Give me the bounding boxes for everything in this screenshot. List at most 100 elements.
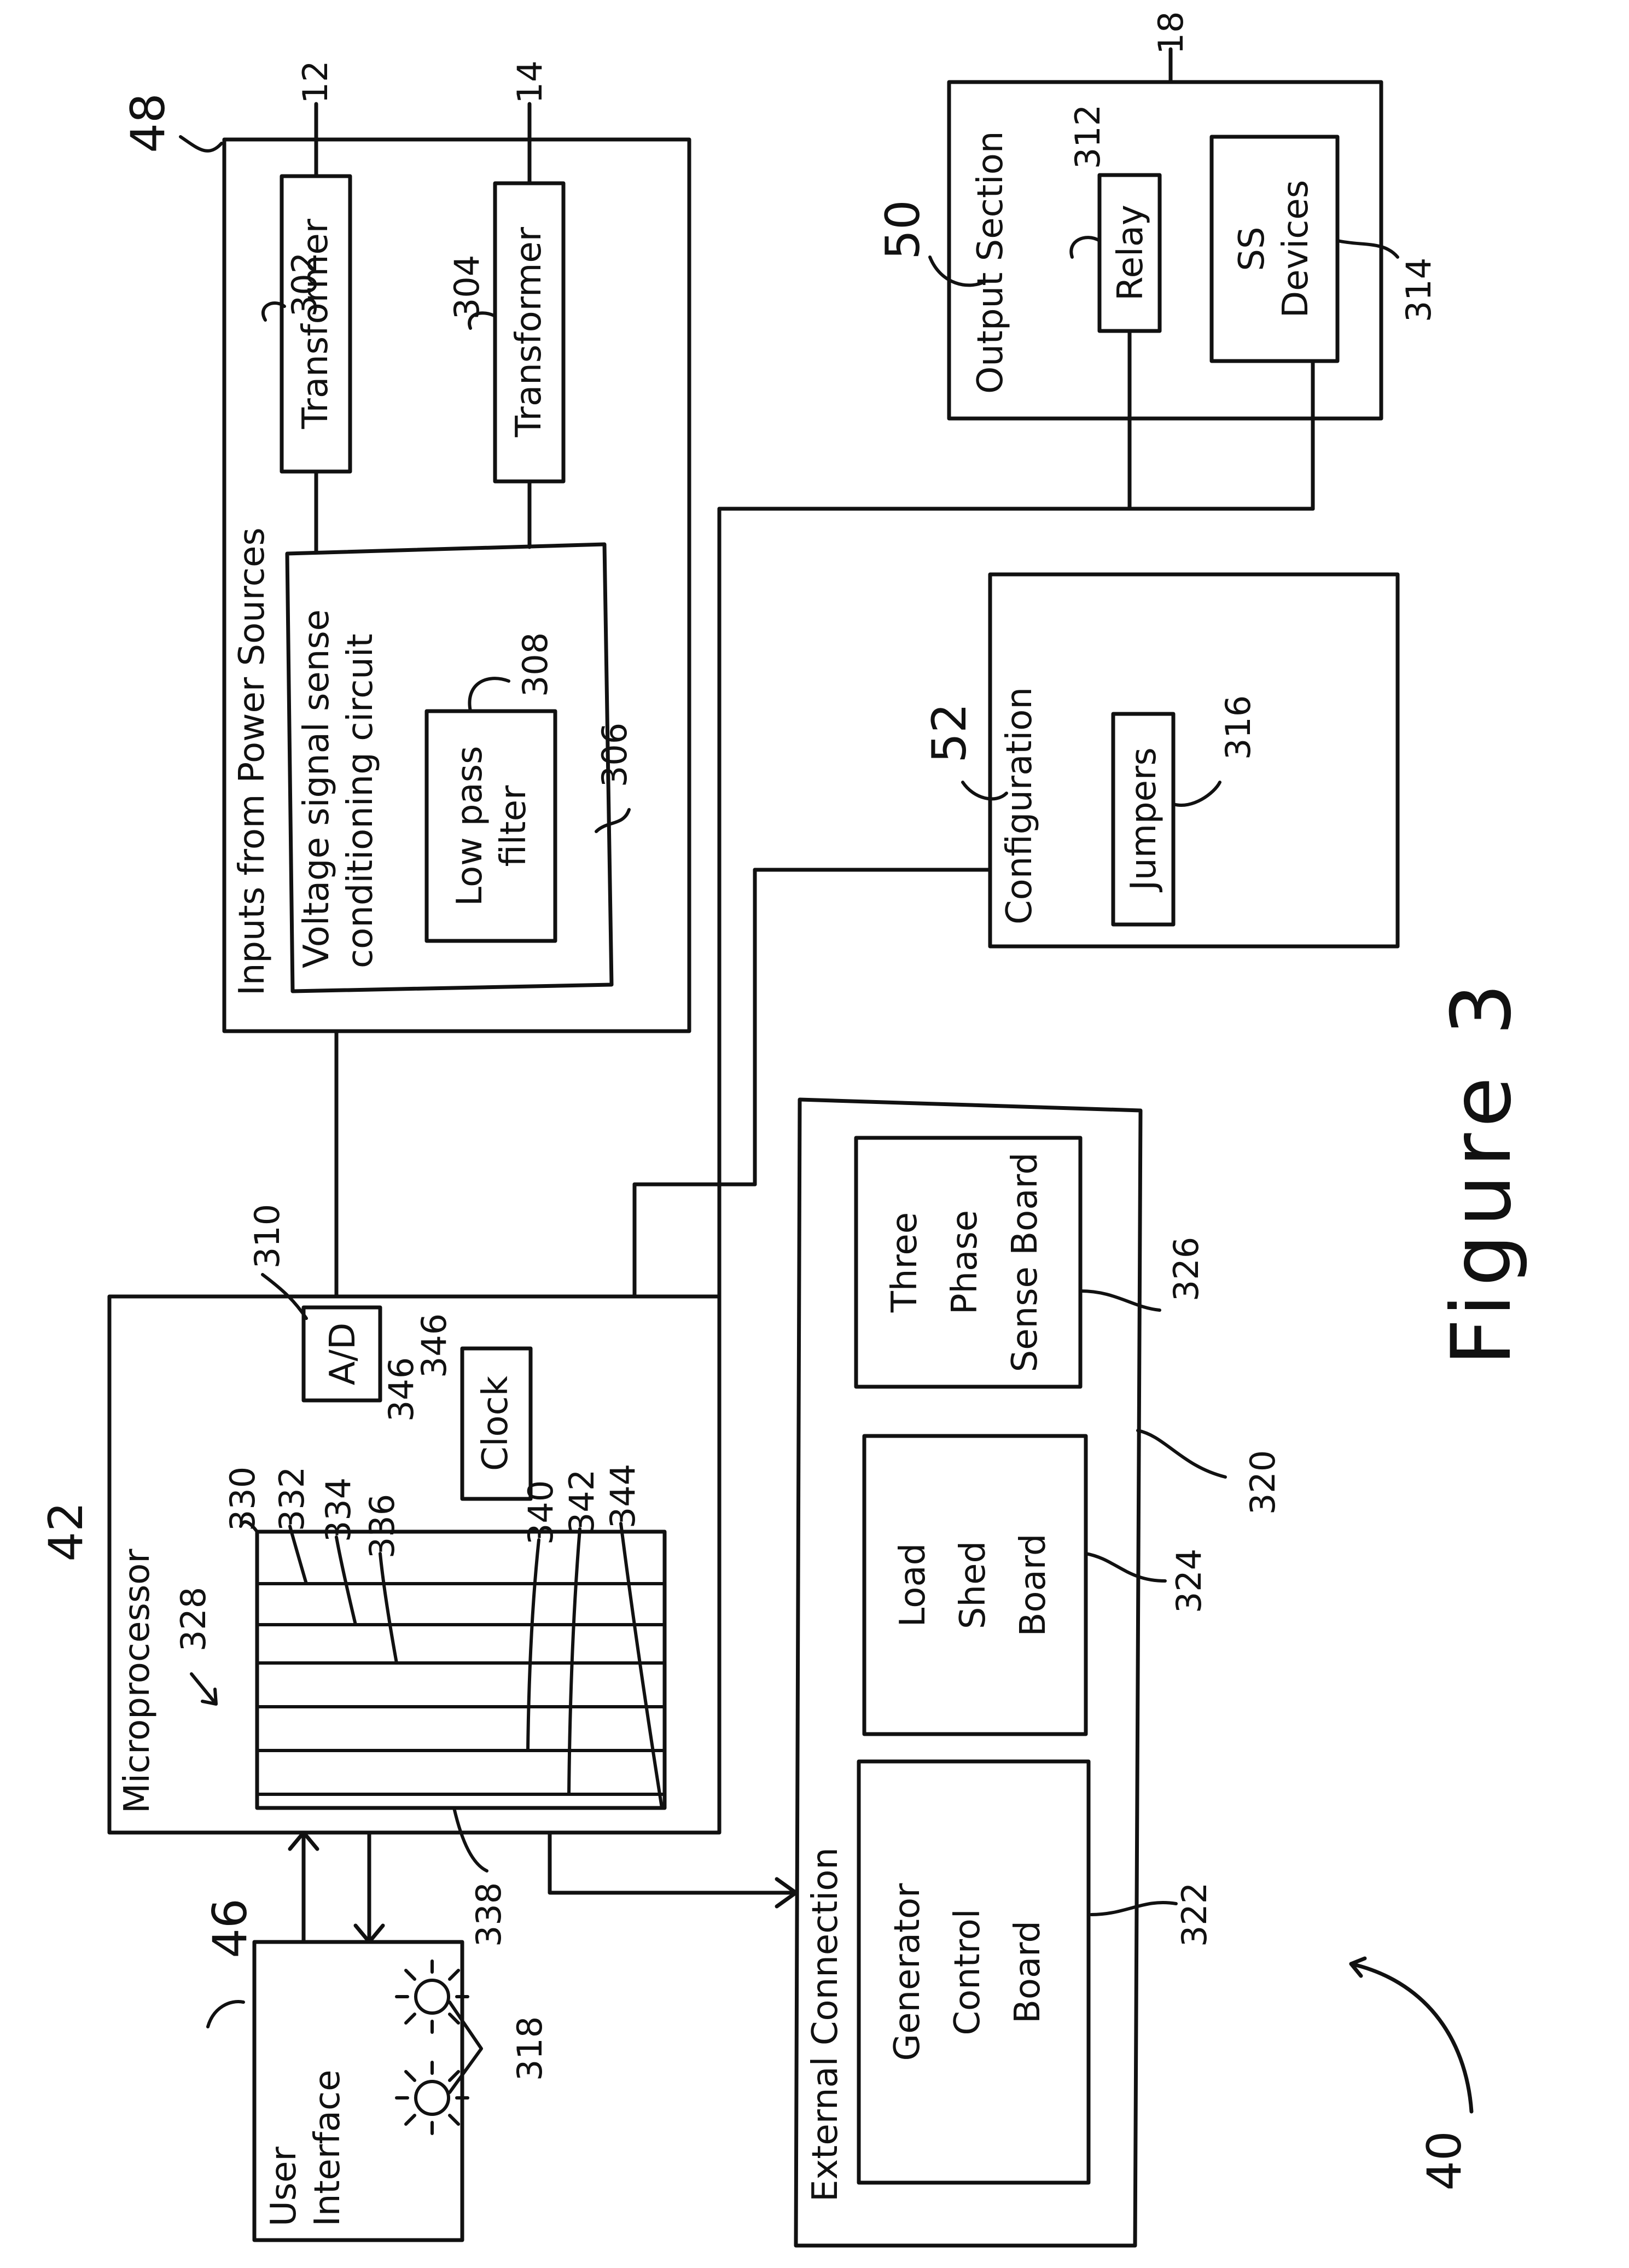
power-inputs-leader	[179, 135, 223, 153]
board-box	[857, 1759, 1091, 2185]
board-label-line: Load	[893, 1543, 933, 1627]
clock-box	[460, 1346, 533, 1501]
system-ref-arrow-head	[1349, 1956, 1367, 1978]
configuration-title: Configuration	[999, 687, 1040, 924]
filter-line2: filter	[493, 785, 534, 867]
transformer-302-label: Transformer	[295, 218, 336, 429]
conditioning-line2: conditioning circuit	[340, 633, 381, 968]
board-box	[854, 1136, 1083, 1389]
configuration-block: Configuration 52 Jumpers 316	[632, 572, 1400, 1298]
board-ref: 324	[1169, 1549, 1209, 1613]
board-label-line: Board	[1008, 1921, 1048, 2023]
external-connection-line	[548, 1830, 798, 1895]
memory-cell-leader	[335, 1536, 357, 1626]
filter-ref: 308	[515, 632, 555, 697]
board-ref: 326	[1166, 1237, 1206, 1301]
memory-ref: 328	[173, 1587, 213, 1651]
board-label-line: Shed	[953, 1541, 993, 1629]
power-inputs-title: Inputs from Power Sources	[232, 527, 272, 996]
ui-ref-leader	[206, 2000, 245, 2028]
low-pass-filter-box	[424, 709, 557, 943]
transformer-302-ref: 302	[284, 252, 324, 317]
user-interface-box	[252, 1940, 464, 2242]
ad-converter-box	[301, 1305, 382, 1403]
lights-ref: 318	[510, 2016, 550, 2081]
memory-cell-leader	[379, 1552, 398, 1665]
memory-arrow	[190, 1672, 218, 1706]
board-box	[862, 1434, 1088, 1736]
transformer-304-label: Transformer	[509, 226, 549, 438]
ss-devices-box	[1209, 135, 1340, 363]
memory-cell-leader	[567, 1527, 581, 1796]
ad-ref: 310	[247, 1204, 287, 1269]
ui-line2: Interface	[307, 2069, 348, 2226]
board-ref: 322	[1174, 1882, 1214, 1947]
power-inputs-block: Inputs from Power Sources 48 Transformer…	[121, 61, 691, 1033]
jumpers-ref: 316	[1218, 695, 1258, 760]
output-section-title: Output Section	[970, 131, 1011, 394]
filter-leader	[468, 677, 510, 713]
output-section-leader	[928, 255, 986, 287]
board-label-line: Sense Board	[1005, 1153, 1045, 1373]
external-connection-ref: 320	[1243, 1450, 1283, 1515]
external-connection-leader	[1136, 1429, 1227, 1479]
external-connection-title: External Connection	[805, 1847, 846, 2202]
external-connection-block: External Connection 320 Generator Control…	[794, 1097, 1283, 2248]
ss-devices-leader	[1336, 239, 1399, 259]
microprocessor-ref: 42	[39, 1502, 94, 1561]
user-interface-block: User Interface 46 318	[203, 1898, 550, 2242]
indicator-light-icon	[395, 1959, 469, 2034]
board-ref-leader	[1090, 1900, 1178, 1916]
power-inputs-box	[222, 137, 691, 1033]
output-section-ref: 50	[876, 200, 930, 259]
board-label-line: Generator	[887, 1883, 928, 2061]
ss-devices-ref: 314	[1399, 258, 1439, 322]
output-section-box	[947, 80, 1383, 421]
memory-array-outline	[255, 1530, 667, 1810]
ss-line1: SS	[1232, 226, 1272, 271]
memory-cell-ref: 344	[603, 1464, 643, 1528]
memory-cell-ref: 342	[562, 1469, 602, 1534]
system-ref: 40	[1417, 2131, 1472, 2190]
memory-cell-ref: 334	[318, 1478, 358, 1542]
configuration-box	[988, 572, 1400, 949]
conditioning-circuit-box	[285, 542, 614, 993]
memory-cell-ref: 332	[272, 1467, 312, 1531]
board-ref-leader	[1084, 1552, 1167, 1583]
microprocessor-block: Microprocessor 42 328 A/D 310 Clock 346 …	[39, 1029, 798, 1947]
jumpers-leader	[1172, 781, 1221, 807]
input-12-ref: 12	[295, 61, 335, 104]
clock-label: Clock	[475, 1376, 516, 1471]
microprocessor-title: Microprocessor	[117, 1549, 158, 1813]
output-outer-ref: 18	[1151, 11, 1191, 55]
board-label-line: Board	[1013, 1533, 1054, 1636]
ad-label: A/D	[323, 1323, 363, 1386]
board-label-line: Control	[947, 1909, 988, 2035]
system-ref-arrow	[1349, 1962, 1474, 2114]
input-14-ref: 14	[510, 61, 550, 104]
clock-ref-a: 346	[414, 1313, 454, 1378]
filter-line1: Low pass	[450, 746, 490, 906]
memory-cell-ref: 336	[362, 1494, 402, 1558]
indicator-light-icon	[395, 2061, 469, 2135]
ui-ref: 46	[203, 1898, 258, 1958]
jumpers-box	[1111, 712, 1176, 927]
memory-cell-leader	[288, 1525, 308, 1585]
light-rays-b	[395, 2061, 469, 2135]
jumpers-label: Jumpers	[1124, 747, 1164, 892]
memory-cell-leader	[619, 1522, 664, 1810]
memory-cell-leader	[452, 1806, 488, 1872]
memory-cell-ref: 338	[469, 1882, 509, 1947]
light-rays-a	[395, 1959, 469, 2034]
transformer-304-leader	[468, 311, 497, 330]
transformer-304-ref: 304	[447, 255, 487, 319]
ui-up-arrow-head	[288, 1830, 319, 1851]
conditioning-ref: 306	[595, 723, 635, 787]
clock-ref-b: 346	[381, 1357, 421, 1422]
ui-line1: User	[264, 2146, 304, 2226]
ss-line2: Devices	[1276, 180, 1316, 318]
relay-label: Relay	[1110, 205, 1151, 301]
configuration-leader	[961, 781, 1008, 801]
relay-ref: 312	[1068, 104, 1108, 169]
